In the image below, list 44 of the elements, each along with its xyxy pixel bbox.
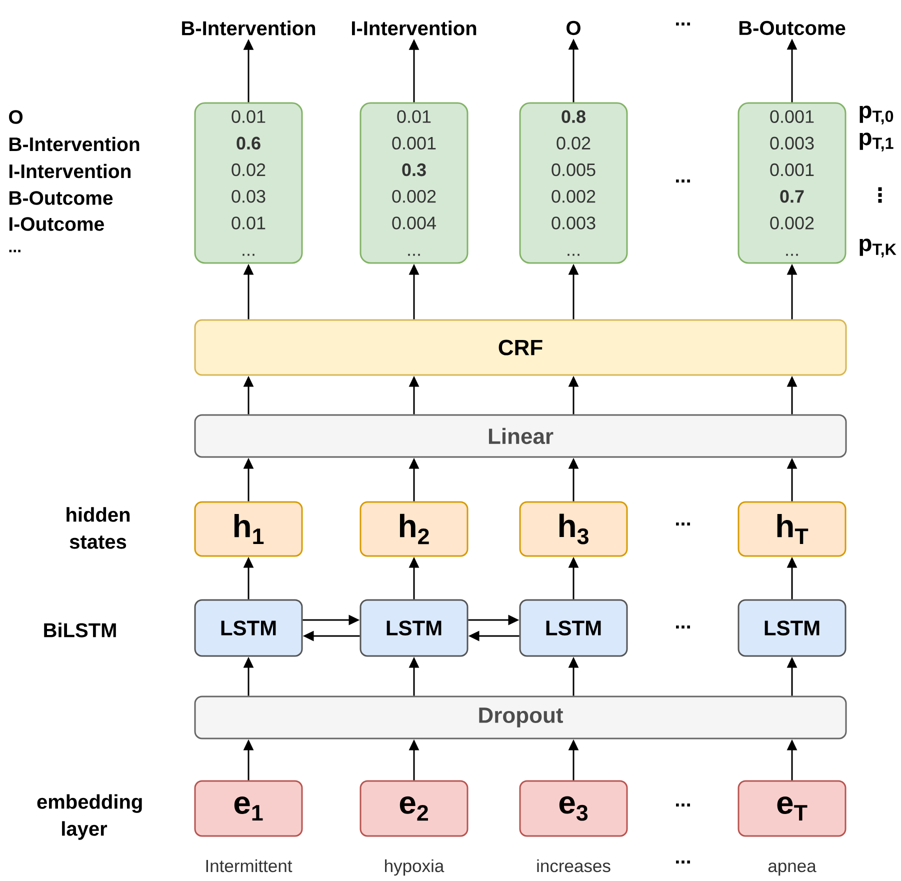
tag-label: O bbox=[566, 20, 580, 36]
embedding-box: e$_{2}$ bbox=[360, 780, 468, 837]
layer-box: Linear bbox=[194, 414, 847, 458]
ellipsis: ... bbox=[676, 804, 690, 806]
ellipsis: ... bbox=[676, 180, 690, 182]
embedding-box: e$_{T}$ bbox=[738, 780, 846, 837]
lstm-box: LSTM bbox=[738, 599, 846, 657]
row-label: embedding layer bbox=[37, 794, 142, 840]
probability-box: 0.01 0.001 0.3 0.002 0.004 ... bbox=[360, 102, 468, 264]
hidden-state-box: h$_{2}$ bbox=[360, 501, 468, 557]
tag-name: O bbox=[9, 110, 23, 124]
crf-layer-box: CRF bbox=[194, 319, 847, 376]
probability-box: 0.01 0.6 0.02 0.03 0.01 ... bbox=[194, 102, 303, 264]
tag-name: I-Outcome bbox=[10, 217, 104, 231]
ellipsis: ... bbox=[676, 522, 690, 526]
embedding-box: e$_{3}$ bbox=[519, 780, 628, 837]
tag-name: I-Intervention bbox=[10, 164, 130, 178]
ellipsis: ... bbox=[676, 626, 690, 628]
ellipsis: ... bbox=[9, 250, 20, 252]
word-label: increases bbox=[537, 859, 610, 872]
row-label: BiLSTM bbox=[44, 622, 116, 638]
ellipsis: ⋮ bbox=[878, 187, 882, 203]
tag-label: I-Intervention bbox=[352, 20, 476, 36]
ellipsis: ... bbox=[676, 860, 690, 864]
lstm-box: LSTM bbox=[360, 599, 468, 657]
word-label: hypoxia bbox=[385, 859, 444, 876]
hidden-state-box: h$_{1}$ bbox=[194, 501, 303, 557]
hidden-state-box: h$_{T}$ bbox=[738, 501, 846, 557]
tag-name: B-Outcome bbox=[10, 191, 113, 205]
hidden-state-box: h$_{3}$ bbox=[519, 501, 628, 557]
layer-box: Dropout bbox=[194, 696, 847, 740]
probability-box: 0.001 0.003 0.001 0.7 0.002 ... bbox=[738, 102, 846, 264]
row-label: hidden states bbox=[66, 507, 130, 549]
lstm-box: LSTM bbox=[194, 599, 303, 657]
probability-box: 0.8 0.02 0.005 0.002 0.003 ... bbox=[519, 102, 628, 264]
tag-name: B-Intervention bbox=[10, 136, 140, 152]
lstm-box: LSTM bbox=[519, 599, 628, 657]
word-label: apnea bbox=[768, 862, 816, 876]
tag-label: B-Intervention bbox=[182, 20, 316, 36]
probability-symbol: p$_{T,K}$ bbox=[860, 238, 896, 258]
ellipsis: ... bbox=[676, 22, 690, 26]
word-label: Intermittent bbox=[206, 859, 292, 872]
embedding-box: e$_{1}$ bbox=[194, 780, 303, 837]
tag-label: B-Outcome bbox=[739, 20, 846, 36]
